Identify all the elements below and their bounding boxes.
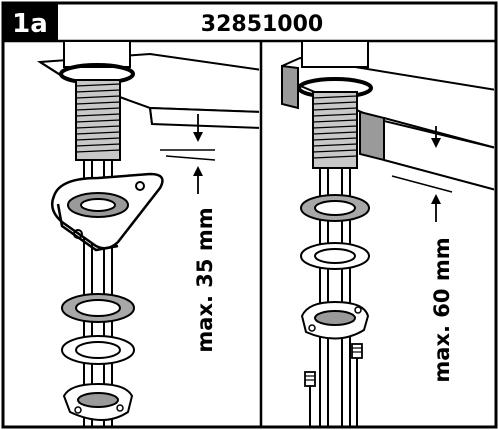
dimension-markers-right [391, 126, 453, 222]
step-badge [3, 3, 58, 41]
washer [61, 293, 135, 323]
right-panel: max. 60 mm [281, 41, 494, 427]
fastening-nut-right [300, 300, 370, 340]
fixing-plate [51, 172, 164, 252]
threaded-shank [75, 79, 121, 161]
part-number: 32851000 [201, 12, 323, 37]
faucet-base [63, 41, 131, 68]
step-label: 1a [12, 9, 48, 39]
right-dimension-label: max. 60 mm [430, 237, 454, 382]
left-panel: max. 35 mm [36, 41, 259, 427]
left-dimension-label: max. 35 mm [193, 207, 217, 352]
fastening-nut [62, 382, 134, 421]
washer-right [300, 194, 370, 222]
mounting-bolts [304, 343, 363, 427]
threaded-shank-right [312, 91, 358, 169]
faucet-base-right [301, 41, 369, 68]
dimension-markers-left [160, 114, 216, 194]
spacer-washer-right [300, 242, 370, 270]
countertop [36, 52, 259, 129]
spacer-washer [61, 335, 135, 365]
